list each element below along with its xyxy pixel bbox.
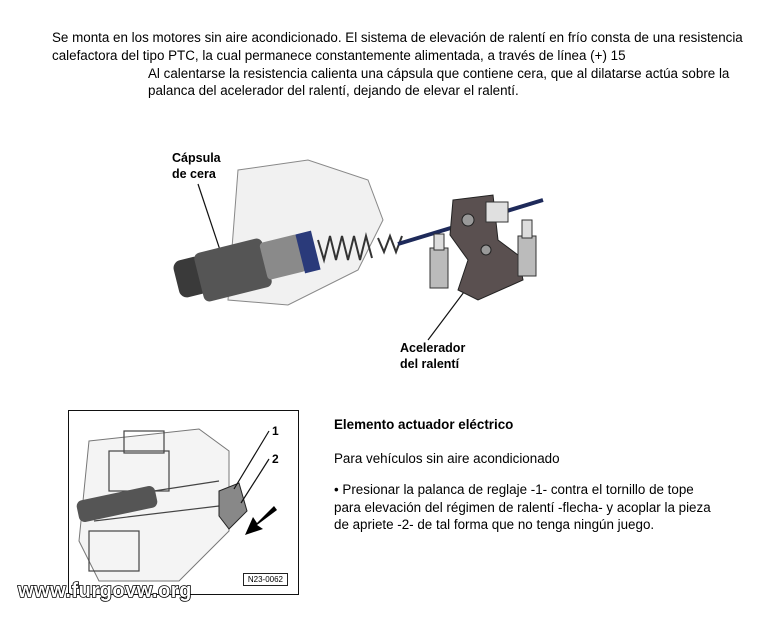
intro-text: Se monta en los motores sin aire acondic…	[52, 29, 752, 100]
return-spring	[317, 232, 403, 264]
figure-code: N23-0062	[242, 573, 288, 586]
arrow-icon	[245, 506, 277, 535]
acelerador-leader-line	[427, 291, 465, 341]
intro-paragraph-2: Al calentarse la resistencia calienta un…	[148, 65, 730, 99]
stop-screw-left	[429, 233, 449, 289]
capsule-assembly	[173, 230, 321, 302]
callout-1-line	[233, 430, 270, 490]
label-capsula-line2: de cera	[172, 167, 217, 181]
label-capsula-line1: Cápsula	[172, 151, 222, 165]
instruction-section: Elemento actuador eléctrico Para vehícul…	[334, 416, 714, 548]
section-subtitle: Para vehículos sin aire acondicionado	[334, 450, 560, 466]
watermark: www.furgovw.org	[17, 579, 192, 603]
lever-small	[218, 482, 248, 530]
intro-paragraph-1: Se monta en los motores sin aire acondic…	[52, 30, 743, 63]
capsule-small	[76, 486, 158, 522]
clamp-block	[485, 201, 509, 223]
wax-capsule-illustration: Cápsula de cera Acelerador del ralentí	[168, 140, 558, 380]
label-acelerador-line1: Acelerador	[400, 341, 465, 355]
section-heading: Elemento actuador eléctrico	[334, 417, 514, 432]
label-acelerador-line2: del ralentí	[400, 357, 460, 371]
callout-1: 1	[272, 424, 279, 438]
callout-2-line	[240, 458, 270, 504]
section-bullet: • Presionar la palanca de reglaje -1- co…	[334, 482, 711, 533]
stop-screw-right	[517, 219, 537, 277]
idle-lever	[449, 194, 524, 301]
callout-2: 2	[272, 452, 279, 466]
actuator-diagram: 1 2 N23-0062	[68, 410, 299, 595]
